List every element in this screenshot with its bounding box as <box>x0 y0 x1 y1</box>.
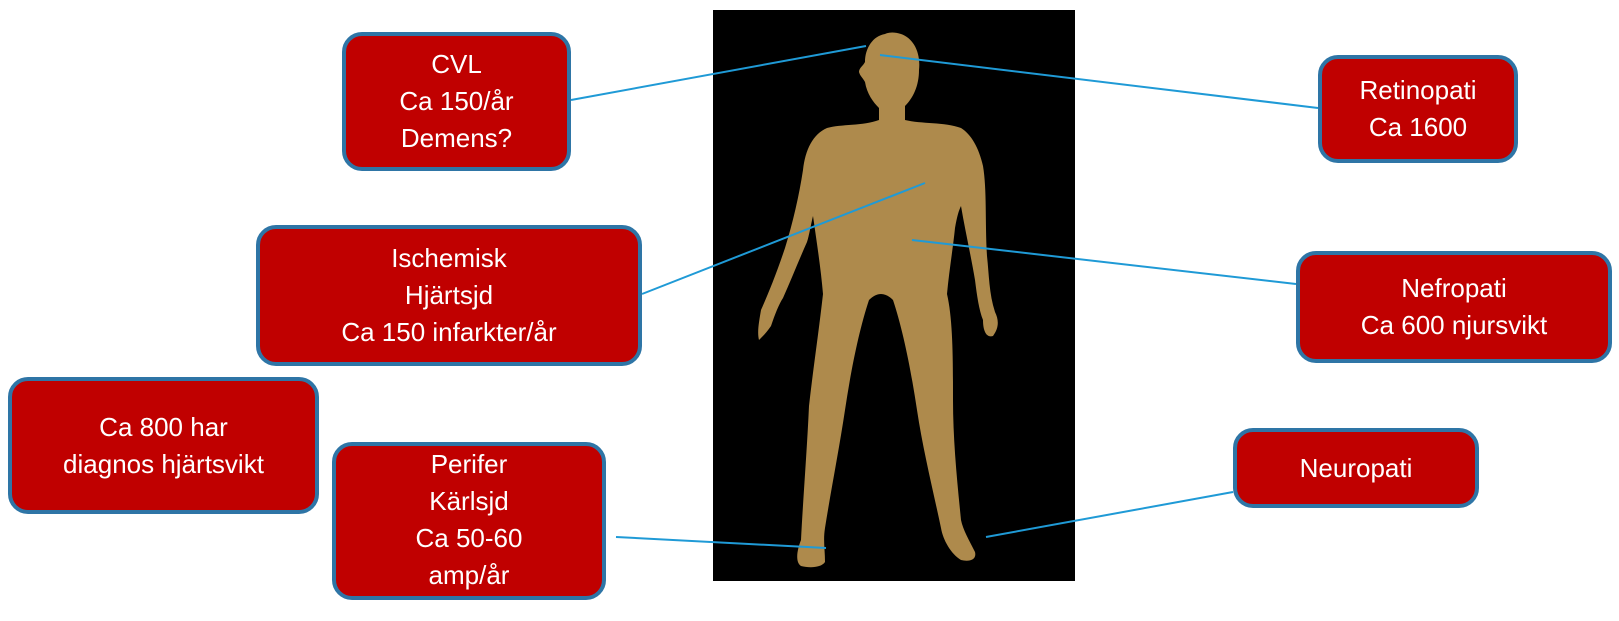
periph-line-1: Perifer <box>431 446 508 483</box>
body-shape <box>758 33 998 568</box>
peripheral-vascular-box: Perifer Kärlsjd Ca 50-60 amp/år <box>332 442 606 600</box>
nephro-line-1: Nefropati <box>1401 270 1507 307</box>
nephro-line-2: Ca 600 njursvikt <box>1361 307 1547 344</box>
periph-line-2: Kärlsjd <box>429 483 508 520</box>
ischemic-line-1: Ischemisk <box>391 240 507 277</box>
ischemic-line-2: Hjärtsjd <box>405 277 493 314</box>
cvl-line-1: CVL <box>431 46 482 83</box>
cvl-line-2: Ca 150/år <box>399 83 513 120</box>
retinopathy-box: Retinopati Ca 1600 <box>1318 55 1518 163</box>
neuro-line-1: Neuropati <box>1300 450 1413 487</box>
cvl-box: CVL Ca 150/år Demens? <box>342 32 571 171</box>
cvl-line-3: Demens? <box>401 120 512 157</box>
ischemic-line-3: Ca 150 infarkter/år <box>341 314 556 351</box>
body-figure-panel <box>713 10 1075 581</box>
retina-line-1: Retinopati <box>1359 72 1476 109</box>
periph-line-3: Ca 50-60 <box>416 520 523 557</box>
neuropathy-box: Neuropati <box>1233 428 1479 508</box>
retina-line-2: Ca 1600 <box>1369 109 1467 146</box>
nephropathy-box: Nefropati Ca 600 njursvikt <box>1296 251 1612 363</box>
periph-line-4: amp/år <box>429 557 510 594</box>
heart-failure-box: Ca 800 har diagnos hjärtsvikt <box>8 377 319 514</box>
hf-line-1: Ca 800 har <box>99 409 228 446</box>
human-body-silhouette <box>713 10 1075 581</box>
ischemic-heart-disease-box: Ischemisk Hjärtsjd Ca 150 infarkter/år <box>256 225 642 366</box>
hf-line-2: diagnos hjärtsvikt <box>63 446 264 483</box>
